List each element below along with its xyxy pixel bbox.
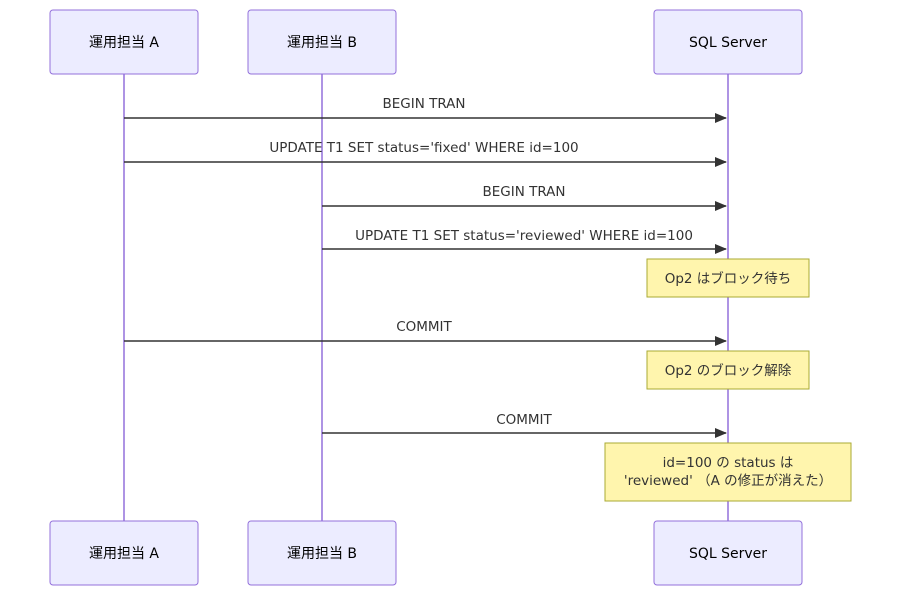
message-label: COMMIT <box>396 319 452 335</box>
message-update-reviewed: UPDATE T1 SET status='reviewed' WHERE id… <box>322 228 727 254</box>
message-label: UPDATE T1 SET status='reviewed' WHERE id… <box>355 228 693 244</box>
actor-op-a-top: 運用担当 A <box>49 9 199 75</box>
actor-sql-server-top: SQL Server <box>653 9 803 75</box>
note-op2-unblocked: Op2 のブロック解除 <box>646 350 810 390</box>
actor-op-b-bottom: 運用担当 B <box>247 520 397 586</box>
actor-sql-server-bottom-label: SQL Server <box>689 546 767 562</box>
note-op2-blocked: Op2 はブロック待ち <box>646 258 810 298</box>
note-text-line-1: id=100 の status は <box>663 455 794 471</box>
note-text-line-2: 'reviewed' （A の修正が消えた） <box>624 473 832 489</box>
note-text: Op2 のブロック解除 <box>665 362 792 379</box>
message-label: COMMIT <box>496 412 552 428</box>
actor-op-a-bottom-label: 運用担当 A <box>89 546 159 562</box>
actor-op-a-bottom: 運用担当 A <box>49 520 199 586</box>
actor-op-b-top-label: 運用担当 B <box>287 35 357 51</box>
actor-op-a-top-label: 運用担当 A <box>89 35 159 51</box>
message-begin-tran-a: BEGIN TRAN <box>124 96 727 123</box>
actor-sql-server-bottom: SQL Server <box>653 520 803 586</box>
message-commit-b: COMMIT <box>322 412 727 438</box>
message-commit-a: COMMIT <box>124 319 727 346</box>
message-label: UPDATE T1 SET status='fixed' WHERE id=10… <box>269 140 578 156</box>
message-begin-tran-b: BEGIN TRAN <box>322 184 727 211</box>
actor-op-b-bottom-label: 運用担当 B <box>287 546 357 562</box>
actor-op-b-top: 運用担当 B <box>247 9 397 75</box>
actor-sql-server-top-label: SQL Server <box>689 35 767 51</box>
message-update-fixed: UPDATE T1 SET status='fixed' WHERE id=10… <box>124 140 727 167</box>
message-label: BEGIN TRAN <box>482 184 565 200</box>
note-lost-update: id=100 の status は 'reviewed' （A の修正が消えた） <box>604 442 852 502</box>
note-text: Op2 はブロック待ち <box>665 270 792 287</box>
message-label: BEGIN TRAN <box>382 96 465 112</box>
